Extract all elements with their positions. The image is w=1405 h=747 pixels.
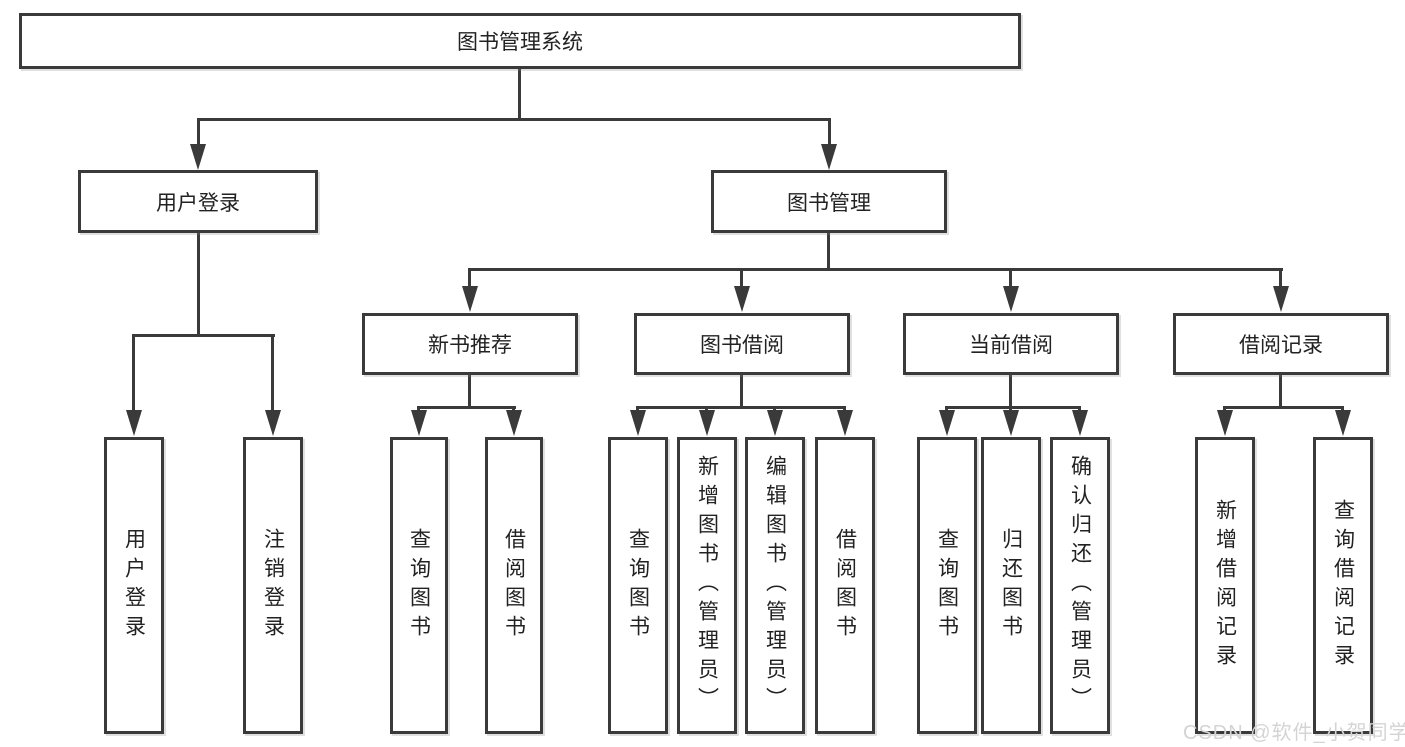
connector — [197, 233, 200, 336]
arrowhead-down — [699, 410, 715, 436]
connector — [740, 268, 743, 288]
leaf-query-books-recommend: 查询图书 — [390, 437, 448, 734]
connector — [1009, 375, 1012, 408]
node-label: 新书推荐 — [428, 334, 512, 357]
arrowhead-down — [190, 144, 206, 170]
node-user-login: 用户登录 — [78, 170, 318, 233]
arrowhead-down — [506, 410, 522, 436]
connector — [636, 406, 846, 409]
leaf-query-borrow-record: 查询借阅记录 — [1313, 437, 1373, 734]
node-label: 编辑图书（管理员） — [763, 455, 787, 716]
connector — [468, 268, 471, 288]
leaf-user-login: 用户登录 — [104, 437, 164, 734]
connector — [132, 334, 275, 337]
node-label: 用户登录 — [156, 191, 240, 215]
leaf-borrow-books-recommend: 借阅图书 — [485, 437, 543, 734]
arrowhead-down — [1335, 410, 1351, 436]
leaf-return-books: 归还图书 — [981, 437, 1041, 734]
connector — [1009, 268, 1012, 288]
arrowhead-down — [126, 410, 142, 436]
arrowhead-down — [734, 286, 750, 312]
node-book-borrow: 图书借阅 — [634, 313, 850, 375]
connector — [1279, 375, 1282, 408]
node-label: 查询图书 — [935, 527, 959, 644]
arrowhead-down — [411, 410, 427, 436]
node-label: 当前借阅 — [969, 334, 1053, 357]
leaf-edit-book-admin: 编辑图书（管理员） — [745, 437, 805, 734]
connector — [740, 375, 743, 408]
leaf-query-books-current: 查询图书 — [917, 437, 977, 734]
connector — [132, 334, 135, 412]
node-label: 新增借阅记录 — [1213, 498, 1237, 673]
node-label: 借阅记录 — [1239, 334, 1323, 357]
node-label: 用户登录 — [122, 527, 146, 644]
arrowhead-down — [767, 410, 783, 436]
node-label: 查询图书 — [626, 527, 650, 644]
arrowhead-down — [1273, 286, 1289, 312]
leaf-borrow-books: 借阅图书 — [815, 437, 875, 734]
connector — [271, 334, 274, 412]
node-label: 查询图书 — [407, 527, 431, 644]
arrowhead-down — [939, 410, 955, 436]
arrowhead-down — [462, 286, 478, 312]
connector — [518, 69, 521, 120]
node-label: 借阅图书 — [833, 527, 857, 644]
arrowhead-down — [1072, 410, 1088, 436]
connector — [1223, 406, 1344, 409]
node-label: 查询借阅记录 — [1331, 498, 1355, 673]
node-new-book-recommend: 新书推荐 — [362, 313, 578, 375]
arrowhead-down — [630, 410, 646, 436]
node-label: 借阅图书 — [502, 527, 526, 644]
leaf-confirm-return-admin: 确认归还（管理员） — [1050, 437, 1110, 734]
leaf-add-borrow-record: 新增借阅记录 — [1195, 437, 1255, 734]
leaf-query-books-borrow: 查询图书 — [608, 437, 668, 734]
node-book-management: 图书管理 — [711, 170, 947, 233]
node-label: 归还图书 — [999, 527, 1023, 644]
leaf-add-book-admin: 新增图书（管理员） — [677, 437, 737, 734]
connector — [1279, 268, 1282, 288]
leaf-logout: 注销登录 — [243, 437, 303, 734]
node-label: 图书管理系统 — [457, 31, 583, 54]
connector — [468, 375, 471, 408]
arrowhead-down — [265, 410, 281, 436]
node-label: 图书管理 — [787, 191, 871, 215]
connector — [468, 268, 1283, 271]
connector — [197, 118, 831, 121]
node-borrow-records: 借阅记录 — [1173, 313, 1389, 375]
arrowhead-down — [1003, 286, 1019, 312]
node-label: 注销登录 — [261, 527, 285, 644]
csdn-watermark: CSDN @软件_小贺同学 — [1183, 722, 1405, 744]
node-label: 确认归还（管理员） — [1068, 455, 1092, 716]
connector — [827, 233, 830, 271]
node-label: 图书借阅 — [700, 334, 784, 357]
arrowhead-down — [837, 410, 853, 436]
arrowhead-down — [1217, 410, 1233, 436]
connector — [197, 118, 200, 146]
arrowhead-down — [1003, 410, 1019, 436]
node-current-borrow: 当前借阅 — [903, 313, 1119, 375]
node-label: 新增图书（管理员） — [695, 455, 719, 716]
connector — [828, 118, 831, 146]
connector — [945, 406, 1081, 409]
arrowhead-down — [821, 144, 837, 170]
node-library-management-system: 图书管理系统 — [19, 13, 1021, 69]
connector — [417, 406, 516, 409]
